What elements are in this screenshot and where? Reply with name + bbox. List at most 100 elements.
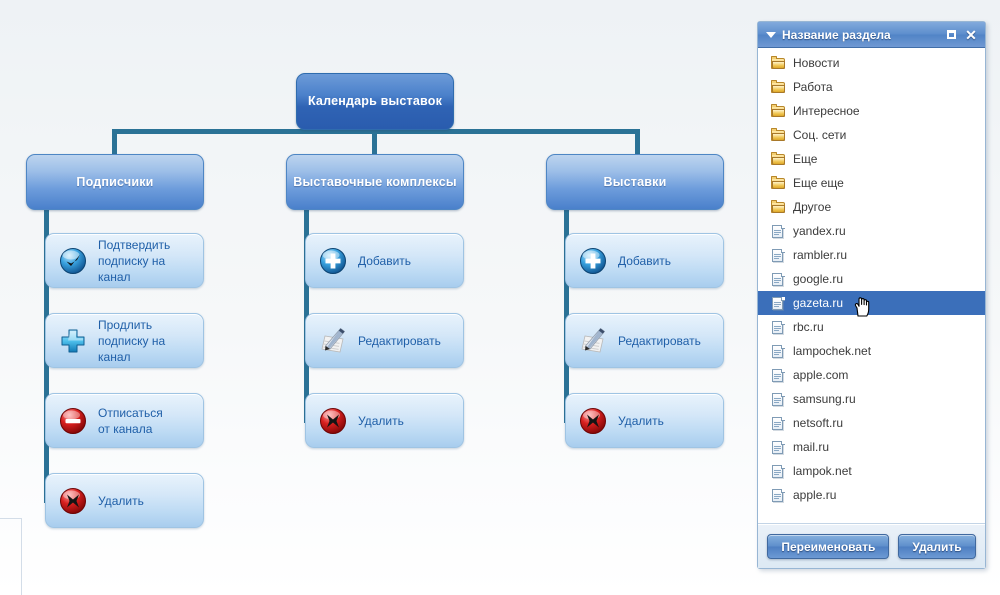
document-icon — [771, 488, 786, 503]
list-item-label: Интересное — [793, 104, 860, 118]
plus-circle-icon — [576, 244, 610, 278]
list-item-label: samsung.ru — [793, 392, 856, 406]
list-item[interactable]: Соц. сети — [758, 123, 985, 147]
list-item-label: apple.com — [793, 368, 849, 382]
close-icon[interactable]: ✕ — [965, 26, 977, 43]
pencil-paper-icon — [576, 324, 610, 358]
list-item-label: lampok.net — [793, 464, 852, 478]
leaf-delete-complex[interactable]: Удалить — [305, 393, 464, 448]
leaf-label: Редактировать — [618, 333, 701, 348]
list-item-label: Другое — [793, 200, 832, 214]
list-item[interactable]: rambler.ru — [758, 243, 985, 267]
panel-title: Название раздела — [782, 27, 891, 42]
document-icon — [771, 344, 786, 359]
leaf-label: Продлить подписку на канал — [98, 317, 166, 364]
folder-icon — [771, 151, 786, 167]
list-item[interactable]: Еще — [758, 147, 985, 171]
node-branch-exhibitions[interactable]: Выставки — [546, 154, 724, 210]
list-item[interactable]: mail.ru — [758, 435, 985, 459]
list-item[interactable]: samsung.ru — [758, 387, 985, 411]
folder-icon — [771, 199, 786, 215]
delete-x-icon — [56, 484, 90, 518]
document-icon — [771, 224, 786, 239]
node-root-calendar[interactable]: Календарь выставок — [296, 73, 454, 130]
list-item-label: google.ru — [793, 272, 844, 286]
document-icon — [771, 272, 786, 287]
delete-button[interactable]: Удалить — [898, 534, 976, 559]
leaf-confirm-subscription[interactable]: Подтвердить подписку на канал — [45, 233, 204, 288]
connector-horizontal — [112, 129, 640, 134]
document-icon — [771, 296, 786, 311]
list-item[interactable]: Работа — [758, 75, 985, 99]
restore-window-icon[interactable] — [943, 27, 959, 43]
list-item-label: yandex.ru — [793, 224, 846, 238]
caret-down-icon[interactable] — [766, 31, 776, 38]
leaf-unsubscribe[interactable]: Отписаться от канала — [45, 393, 204, 448]
list-item-label: rbc.ru — [793, 320, 824, 334]
leaf-label: Удалить — [98, 493, 144, 508]
list-item-label: Еще еще — [793, 176, 844, 190]
list-item[interactable]: apple.ru — [758, 483, 985, 507]
list-item-label: gazeta.ru — [793, 296, 844, 310]
leaf-delete-subscriber[interactable]: Удалить — [45, 473, 204, 528]
list-item[interactable]: Новости — [758, 51, 985, 75]
leaf-extend-subscription[interactable]: Продлить подписку на канал — [45, 313, 204, 368]
list-item[interactable]: Еще еще — [758, 171, 985, 195]
connector-spine-2 — [304, 206, 309, 422]
document-icon — [771, 248, 786, 263]
node-branch-subscribers[interactable]: Подписчики — [26, 154, 204, 210]
folder-icon — [771, 103, 786, 119]
leaf-label: Подтвердить подписку на канал — [98, 237, 171, 284]
leaf-edit-exhibition[interactable]: Редактировать — [565, 313, 724, 368]
org-tree-diagram: Календарь выставок Подписчики Выставочны… — [26, 73, 724, 528]
connector-to-branch-1 — [112, 129, 117, 158]
leaf-add-complex[interactable]: Добавить — [305, 233, 464, 288]
folder-icon — [771, 175, 786, 191]
leaf-add-exhibition[interactable]: Добавить — [565, 233, 724, 288]
list-item[interactable]: netsoft.ru — [758, 411, 985, 435]
plus-cross-icon — [56, 324, 90, 358]
leaf-edit-complex[interactable]: Редактировать — [305, 313, 464, 368]
pencil-paper-icon — [316, 324, 350, 358]
node-branch-complexes[interactable]: Выставочные комплексы — [286, 154, 464, 210]
list-item-label: mail.ru — [793, 440, 830, 454]
connector-spine-3 — [564, 206, 569, 422]
list-item-label: apple.ru — [793, 488, 837, 502]
list-item-label: Соц. сети — [793, 128, 847, 142]
leaf-label: Добавить — [358, 253, 412, 268]
no-entry-icon — [56, 404, 90, 438]
list-item[interactable]: Другое — [758, 195, 985, 219]
list-item[interactable]: rbc.ru — [758, 315, 985, 339]
leaf-label: Удалить — [358, 413, 404, 428]
plus-circle-icon — [316, 244, 350, 278]
leaf-label: Редактировать — [358, 333, 441, 348]
mouse-cursor — [853, 296, 871, 318]
document-icon — [771, 320, 786, 335]
list-item[interactable]: lampok.net — [758, 459, 985, 483]
list-item-label: netsoft.ru — [793, 416, 844, 430]
panel-titlebar[interactable]: Название раздела ✕ — [758, 22, 985, 48]
list-item[interactable]: apple.com — [758, 363, 985, 387]
list-item[interactable]: Интересное — [758, 99, 985, 123]
list-item[interactable]: gazeta.ru — [758, 291, 985, 315]
check-circle-icon — [56, 244, 90, 278]
list-item-label: Новости — [793, 56, 840, 70]
document-icon — [771, 416, 786, 431]
leaf-delete-exhibition[interactable]: Удалить — [565, 393, 724, 448]
connector-to-branch-3 — [635, 129, 640, 158]
connector-root-down — [372, 129, 377, 159]
list-item[interactable]: lampochek.net — [758, 339, 985, 363]
leaf-label: Добавить — [618, 253, 672, 268]
list-item-label: lampochek.net — [793, 344, 872, 358]
list-item[interactable]: google.ru — [758, 267, 985, 291]
list-item[interactable]: yandex.ru — [758, 219, 985, 243]
folder-icon — [771, 79, 786, 95]
list-item-label: Работа — [793, 80, 833, 94]
rename-button[interactable]: Переименовать — [767, 534, 890, 559]
background-outline-box — [0, 518, 22, 595]
list-item-label: rambler.ru — [793, 248, 848, 262]
delete-x-icon — [576, 404, 610, 438]
document-icon — [771, 440, 786, 455]
